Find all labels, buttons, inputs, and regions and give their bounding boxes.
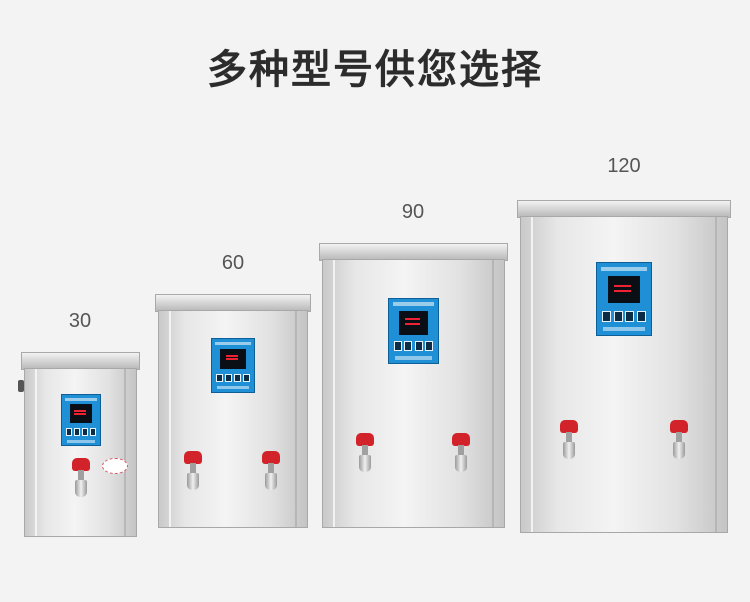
sticker-icon xyxy=(102,458,128,474)
water-tap-icon xyxy=(356,433,374,473)
headline: 多种型号供您选择 xyxy=(207,47,543,93)
boiler-60 xyxy=(155,294,311,528)
boiler-90 xyxy=(319,243,508,528)
control-panel-icon xyxy=(388,298,439,364)
water-tap-icon xyxy=(560,420,578,460)
model-label-120: 120 xyxy=(607,155,641,177)
model-label-60: 60 xyxy=(221,252,245,274)
boiler-120 xyxy=(517,200,731,533)
water-tap-icon xyxy=(262,451,280,491)
water-tap-icon xyxy=(72,458,90,498)
water-tap-icon xyxy=(670,420,688,460)
control-panel-icon xyxy=(211,338,255,393)
water-tap-icon xyxy=(452,433,470,473)
control-panel-icon xyxy=(596,262,652,336)
water-tap-icon xyxy=(184,451,202,491)
boiler-30 xyxy=(18,352,140,537)
model-label-90: 90 xyxy=(401,201,425,223)
model-label-30: 30 xyxy=(68,310,92,332)
side-knob-icon xyxy=(18,380,24,392)
control-panel-icon xyxy=(61,394,101,446)
